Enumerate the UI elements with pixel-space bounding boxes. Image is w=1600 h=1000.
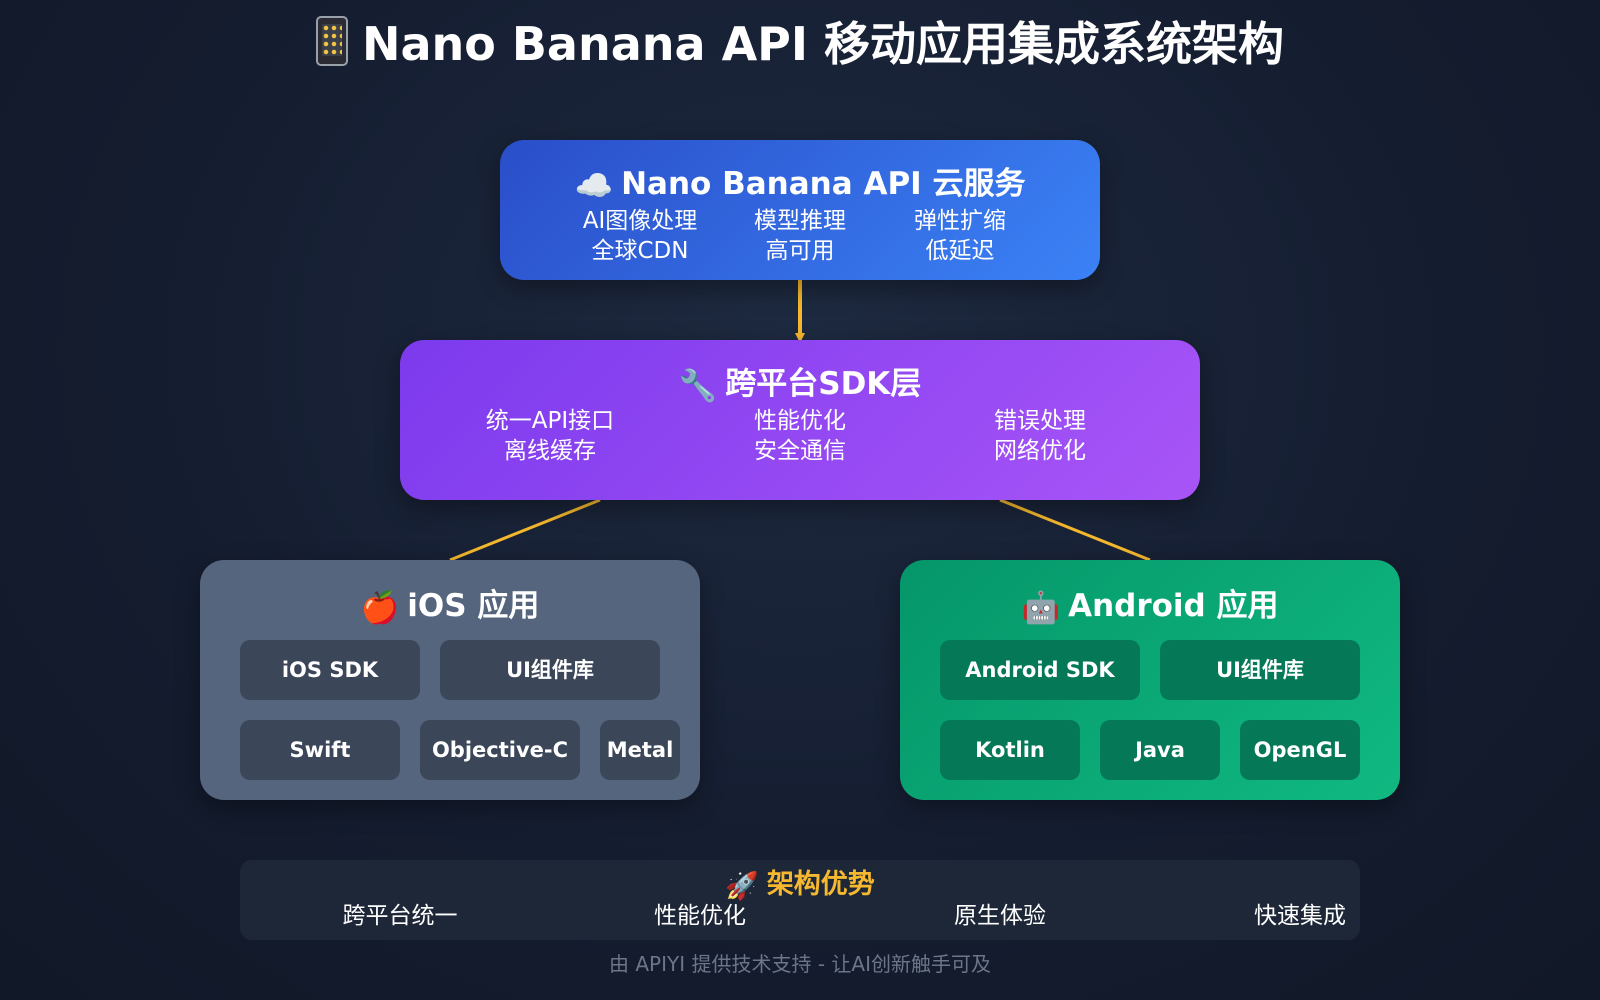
- cloud-service-box: ☁️Nano Banana API 云服务 AI图像处理 全球CDN 模型推理 …: [500, 140, 1100, 280]
- android-app-box: 🤖Android 应用 Android SDK UI组件库 Kotlin Jav…: [900, 560, 1400, 800]
- cloud-service-title: ☁️Nano Banana API 云服务: [500, 158, 1100, 204]
- sdk-feature-1-line1: 统一API接口: [485, 408, 615, 434]
- rocket-icon: 🚀: [725, 871, 759, 902]
- advantages-title: 🚀架构优势: [240, 862, 1360, 902]
- sdk-layer-box: 🔧跨平台SDK层 统一API接口 离线缓存 性能优化 安全通信 错误处理 网络优…: [400, 340, 1200, 500]
- sdk-feature-2-line1: 性能优化: [754, 408, 846, 434]
- sdk-feature-2-line2: 安全通信: [754, 438, 846, 464]
- cloud-icon: ☁️: [574, 168, 614, 204]
- android-chip-opengl: OpenGL: [1240, 720, 1360, 780]
- advantage-item-2: 性能优化: [654, 903, 746, 929]
- cloud-feature-2-line2: 高可用: [765, 238, 835, 264]
- sdk-layer-title: 🔧跨平台SDK层: [400, 358, 1200, 404]
- apple-icon: 🍎: [360, 590, 400, 626]
- cloud-feature-3: 弹性扩缩 低延迟: [870, 206, 1050, 266]
- android-app-title-text: Android 应用: [1068, 588, 1279, 624]
- sdk-feature-2: 性能优化 安全通信: [710, 406, 890, 466]
- sdk-to-ios-connector: [449, 498, 601, 562]
- cloud-feature-1-line1: AI图像处理: [582, 208, 698, 234]
- cloud-feature-2-line1: 模型推理: [754, 208, 846, 234]
- ios-chip-objective-c: Objective-C: [420, 720, 580, 780]
- sdk-to-android-connector: [999, 498, 1151, 562]
- sdk-feature-1-line2: 离线缓存: [504, 438, 596, 464]
- advantages-panel: 🚀架构优势 跨平台统一 性能优化 原生体验 快速集成: [240, 860, 1360, 940]
- ios-app-box: 🍎iOS 应用 iOS SDK UI组件库 Swift Objective-C …: [200, 560, 700, 800]
- page-title: Nano Banana API 移动应用集成系统架构: [0, 8, 1600, 74]
- ios-app-title: 🍎iOS 应用: [200, 580, 700, 626]
- robot-icon: 🤖: [1021, 590, 1061, 626]
- footer-credit: 由 APIYI 提供技术支持 - 让AI创新触手可及: [609, 952, 991, 976]
- ios-chip-ios-sdk: iOS SDK: [240, 640, 420, 700]
- page-title-text: Nano Banana API 移动应用集成系统架构: [361, 17, 1285, 71]
- cloud-feature-3-line2: 低延迟: [925, 238, 995, 264]
- advantage-item-3: 原生体验: [954, 903, 1046, 929]
- advantages-title-text: 架构优势: [766, 869, 875, 900]
- mobile-phone-icon: [315, 16, 348, 66]
- wrench-icon: 🔧: [678, 368, 718, 404]
- sdk-feature-1: 统一API接口 离线缓存: [460, 406, 640, 466]
- ios-chip-swift: Swift: [240, 720, 400, 780]
- sdk-feature-3: 错误处理 网络优化: [950, 406, 1130, 466]
- sdk-feature-3-line1: 错误处理: [994, 408, 1086, 434]
- sdk-layer-title-text: 跨平台SDK层: [725, 366, 922, 402]
- ios-chip-metal: Metal: [600, 720, 680, 780]
- ios-chip-ui-library: UI组件库: [440, 640, 660, 700]
- android-chip-java: Java: [1100, 720, 1220, 780]
- cloud-feature-3-line1: 弹性扩缩: [914, 208, 1006, 234]
- android-chip-kotlin: Kotlin: [940, 720, 1080, 780]
- cloud-feature-2: 模型推理 高可用: [710, 206, 890, 266]
- advantage-item-1: 跨平台统一: [342, 903, 458, 929]
- sdk-feature-3-line2: 网络优化: [994, 438, 1086, 464]
- android-app-title: 🤖Android 应用: [900, 580, 1400, 626]
- cloud-feature-1: AI图像处理 全球CDN: [550, 206, 730, 266]
- ios-app-title-text: iOS 应用: [407, 588, 540, 624]
- android-chip-ui-library: UI组件库: [1160, 640, 1360, 700]
- advantage-item-4: 快速集成: [1254, 903, 1346, 929]
- cloud-service-title-text: Nano Banana API 云服务: [621, 166, 1026, 202]
- cloud-feature-1-line2: 全球CDN: [591, 238, 689, 264]
- android-chip-android-sdk: Android SDK: [940, 640, 1140, 700]
